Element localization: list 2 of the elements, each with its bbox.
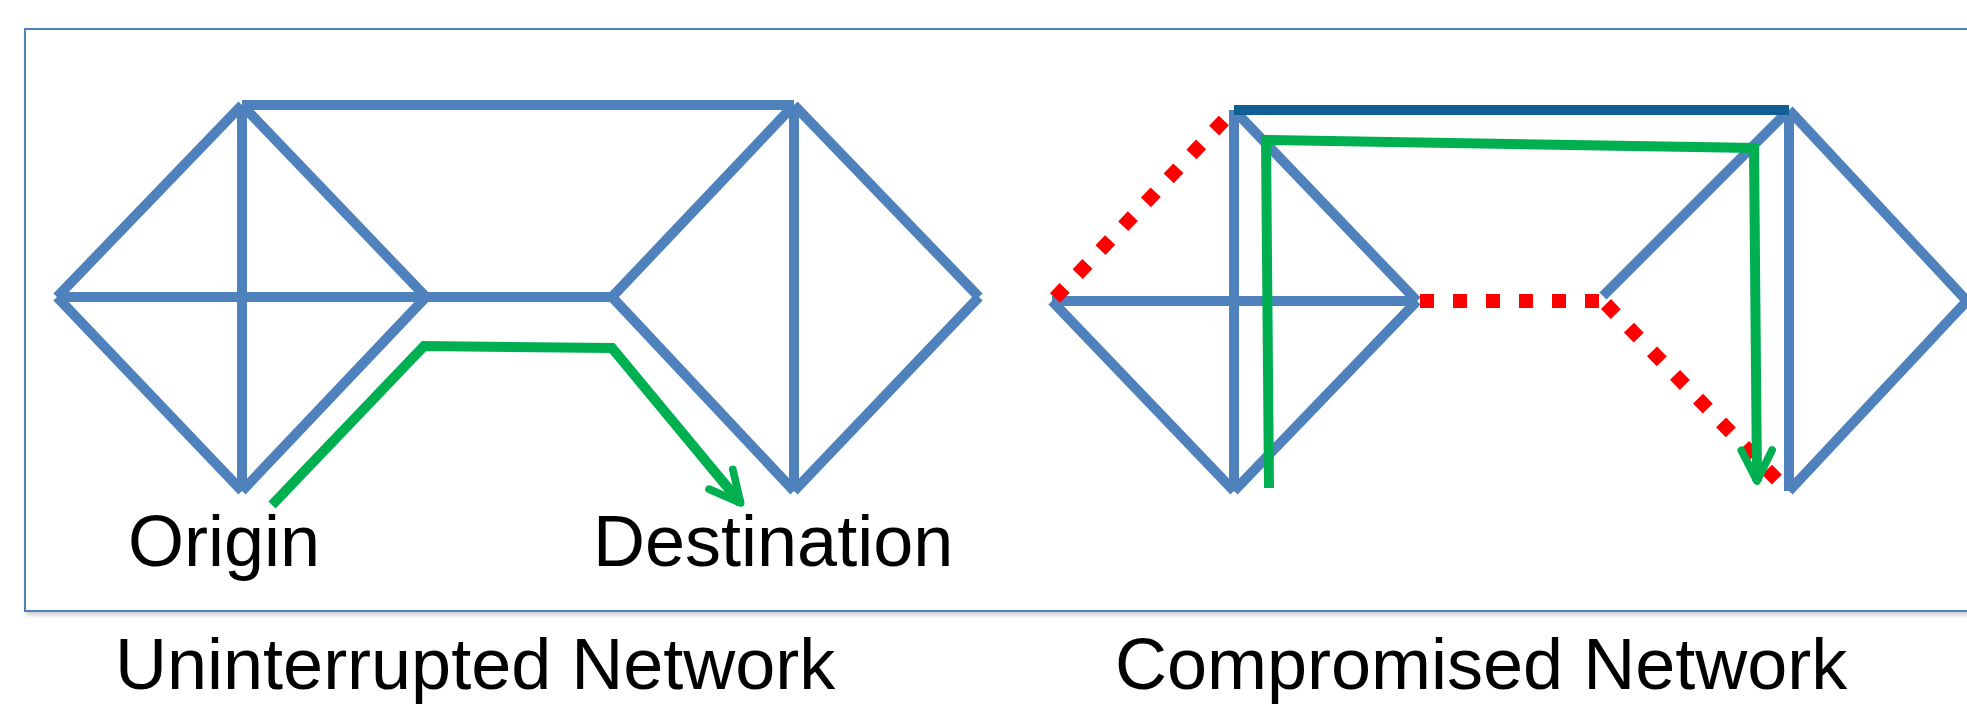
node-label: Destination	[593, 505, 954, 577]
route-arrow	[268, 340, 745, 509]
